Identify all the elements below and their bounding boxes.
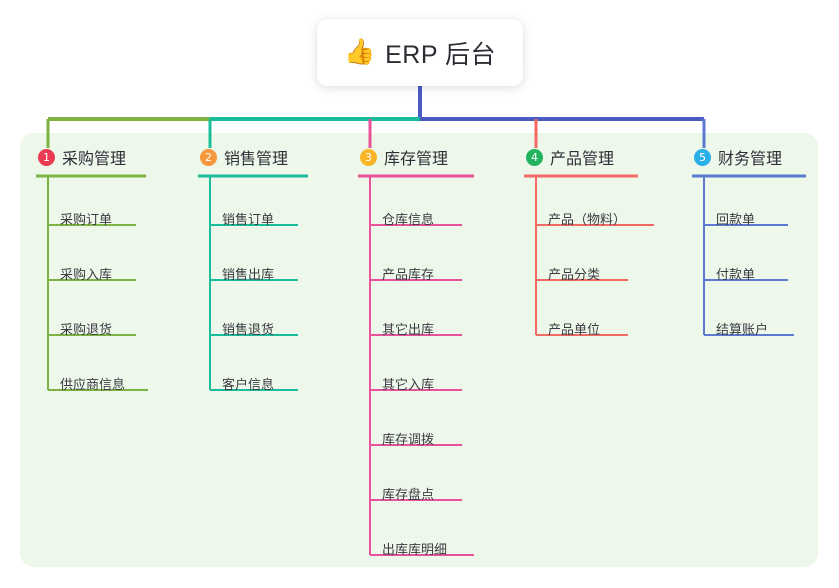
leaf-item[interactable]: 供应商信息 [60,377,126,392]
branch-number-badge: 2 [200,148,217,166]
branch-column-1: 1 采购管理采购订单采购入库采购退货供应商信息 [38,145,126,392]
branch-title: 财务管理 [718,151,783,168]
branch-number-badge: 3 [360,148,377,166]
branches-panel [20,133,818,567]
leaf-item[interactable]: 库存盘点 [382,487,435,502]
branch-column-3: 3 库存管理仓库信息产品库存其它出库其它入库库存调拨库存盘点出库库明细 [360,145,448,557]
branch-header-4[interactable]: 4 产品管理 [526,145,614,169]
leaf-item[interactable]: 付款单 [716,267,756,282]
branch-title: 产品管理 [550,151,615,168]
branch-title: 采购管理 [62,151,127,168]
leaf-item[interactable]: 仓库信息 [382,212,435,227]
thumbs-up-icon: 👍 [343,38,376,66]
leaf-item[interactable]: 销售出库 [222,267,275,282]
leaf-item[interactable]: 出库库明细 [382,542,448,557]
branch-number-badge: 1 [38,148,55,166]
branch-title: 销售管理 [224,151,289,168]
branch-title: 库存管理 [384,151,449,168]
leaf-item[interactable]: 客户信息 [222,377,275,392]
branch-number-badge: 5 [694,148,711,166]
leaf-item[interactable]: 产品库存 [382,267,435,282]
leaf-item[interactable]: 采购订单 [60,212,113,227]
leaf-item[interactable]: 销售订单 [222,212,275,227]
branch-header-1[interactable]: 1 采购管理 [38,145,126,169]
leaf-item[interactable]: 回款单 [716,212,756,227]
branch-column-4: 4 产品管理产品（物料） 产品分类产品单位 [526,145,626,337]
leaf-item[interactable]: 产品分类 [548,267,601,282]
branch-header-5[interactable]: 5 财务管理 [694,145,782,169]
branch-header-2[interactable]: 2 销售管理 [200,145,288,169]
leaf-item[interactable]: 其它入库 [382,377,435,392]
leaf-item[interactable]: 结算账户 [716,322,769,337]
leaf-item[interactable]: 采购入库 [60,267,113,282]
branch-number-badge: 4 [526,148,543,166]
branch-column-2: 2 销售管理销售订单销售出库销售退货客户信息 [200,145,288,392]
root-title: ERP 后台 [385,40,497,69]
branch-header-3[interactable]: 3 库存管理 [360,145,448,169]
leaf-item[interactable]: 采购退货 [60,322,113,337]
leaf-item[interactable]: 库存调拨 [382,432,435,447]
leaf-item[interactable]: 销售退货 [222,322,275,337]
leaf-item[interactable]: 产品（物料） [548,212,627,227]
branch-column-5: 5 财务管理回款单付款单结算账户 [694,145,782,337]
leaf-item[interactable]: 其它出库 [382,322,435,337]
root-node[interactable]: 👍 ERP 后台 [317,19,523,86]
leaf-item[interactable]: 产品单位 [548,322,601,337]
